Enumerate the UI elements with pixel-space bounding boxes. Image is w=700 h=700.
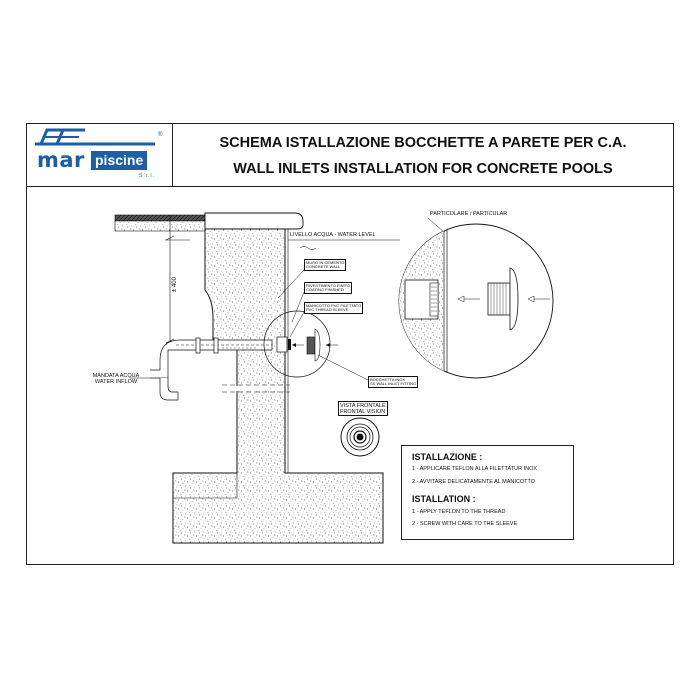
fitting-label: BOCCHETTA INOX SS WALL INLET FITTING [368, 376, 419, 388]
coating-label-en: COATING FINISHED [306, 287, 344, 292]
install-step1-it: 1 - APPLICARE TEFLON ALLA FILETTATUR INO… [412, 466, 538, 472]
logo-word-piscine: piscine [91, 151, 148, 170]
frontal-view-inlet [340, 417, 380, 457]
detail-view [398, 223, 554, 379]
sleeve-label: MANICOTTO PVC FILETTATO PVC THREAD SLEEV… [304, 302, 364, 314]
frontal-vision-label: VISTA FRONTALE FRONTAL VISION [338, 401, 388, 416]
concrete-wall-label-it: MURO IN CEMENTO [306, 259, 345, 265]
concrete-wall-label: MURO IN CEMENTO CONCRETE WALL [304, 259, 347, 271]
title-italian: SCHEMA ISTALLAZIONE BOCCHETTE A PARETE P… [219, 135, 627, 151]
inflow-pipe [150, 337, 273, 401]
logo-registered-mark: ® [158, 132, 163, 138]
sleeve-label-it: MANICOTTO PVC FILETTATO [306, 302, 362, 308]
fitting-label-it: BOCCHETTA INOX [370, 376, 406, 382]
water-inflow-label-it: MANDATA ACQUA [92, 373, 140, 379]
logo-srl: S.r.l. [139, 173, 156, 179]
height-label: ± 400 [172, 276, 178, 292]
water-inflow-label: MANDATA ACQUA WATER INFLOW [91, 373, 141, 385]
coating-label-it: RIVESTIMENTO FINITO [306, 282, 351, 288]
install-heading-en: ISTALLATION : [412, 494, 476, 504]
pool-logo-icon [35, 128, 155, 146]
fitting-label-en: SS WALL INLET FITTING [370, 381, 417, 386]
sleeve-label-en: PVC THREAD SLEEVE [306, 307, 349, 312]
install-step2-it: 2 - AVVITARE DELICATAMENTE AL MANICOTTO [412, 479, 536, 485]
water-level-label: LIVELLO ACQUA - WATER LEVEL [290, 232, 376, 238]
small-wall-inlet [276, 328, 338, 362]
height-dimension [165, 215, 190, 345]
install-step1-en: 1 - APPLY TEFLON TO THE THREAD [412, 509, 506, 515]
installation-instructions: ISTALLAZIONE : 1 - APPLICARE TEFLON ALLA… [401, 445, 574, 540]
particular-label: PARTICOLARE / PARTICULAR [430, 211, 508, 217]
concrete-wall-label-en: CONCRETE WALL [306, 264, 341, 269]
water-inflow-label-en: WATER INFLOW [94, 379, 138, 385]
company-logo: mar piscine S.r.l. ® [27, 124, 173, 186]
install-heading-it: ISTALLAZIONE : [412, 452, 483, 462]
drawing-sheet: mar piscine S.r.l. ® SCHEMA ISTALLAZIONE… [26, 123, 674, 565]
title-english: WALL INLETS INSTALLATION FOR CONCRETE PO… [233, 161, 613, 177]
title-block: mar piscine S.r.l. ® SCHEMA ISTALLAZIONE… [27, 124, 673, 187]
pool-coping [114, 212, 304, 232]
frontal-vision-label-en: FRONTAL VISION [340, 408, 386, 415]
coating-label: RIVESTIMENTO FINITO COATING FINISHED [304, 282, 353, 294]
logo-word-mar: mar [37, 148, 85, 172]
install-step2-en: 2 - SCREW WITH CARE TO THE SLEEVE [412, 521, 518, 527]
frontal-vision-label-it: VISTA FRONTALE [340, 402, 386, 409]
